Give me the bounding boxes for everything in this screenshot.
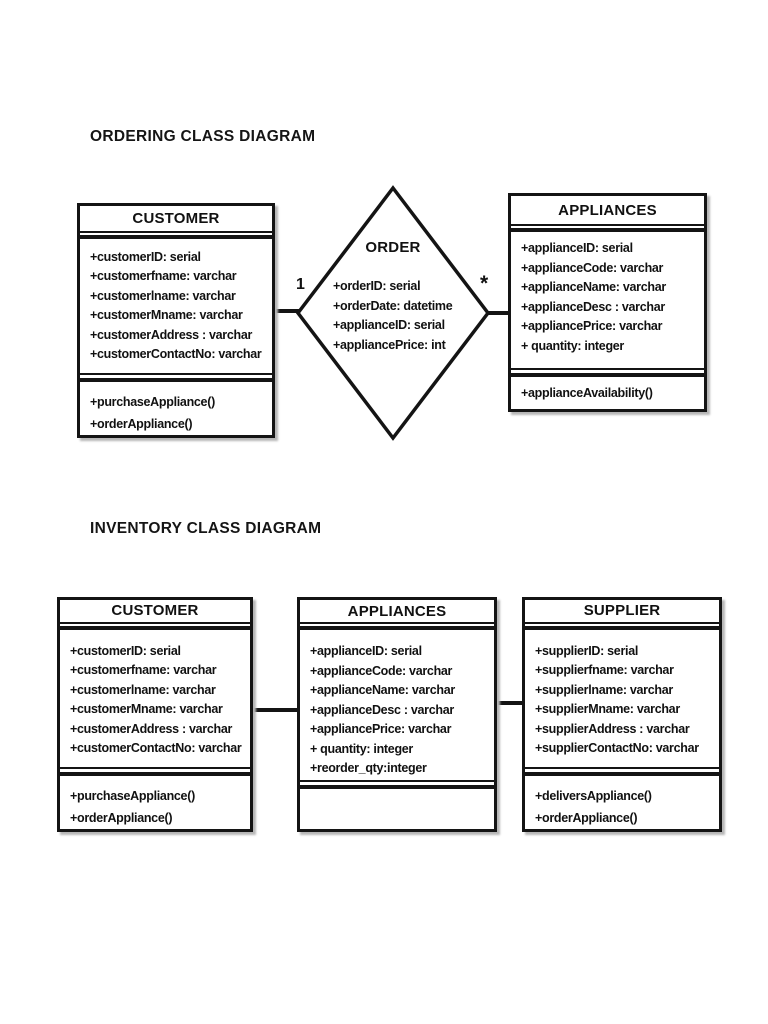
order-relationship-title: ORDER xyxy=(365,239,421,256)
method: +purchaseAppliance() xyxy=(90,395,215,409)
customer-order-connector-line xyxy=(270,309,302,313)
attribute: +customerContactNo: varchar xyxy=(90,347,262,362)
class-title: APPLIANCES xyxy=(511,196,704,226)
attribute: +applianceName: varchar xyxy=(310,683,455,697)
ordering-diagram-heading: ORDERING CLASS DIAGRAM xyxy=(90,128,316,145)
order-appliances-connector-line xyxy=(484,311,512,315)
attribute: +customerfname: varchar xyxy=(90,269,237,284)
inventory-diagram-heading: INVENTORY CLASS DIAGRAM xyxy=(90,520,322,537)
attribute: +supplierID: serial xyxy=(535,643,639,658)
attribute: +supplierContactNo: varchar xyxy=(535,741,699,756)
class-methods: +purchaseAppliance() +orderAppliance() xyxy=(80,378,272,435)
attribute: +supplierlname: varchar xyxy=(535,682,673,697)
class-box-supplier-inventory: SUPPLIER +supplierID: serial +supplierfn… xyxy=(522,597,722,832)
attribute: +supplierfname: varchar xyxy=(535,663,674,678)
class-attributes: +applianceID: serial +applianceCode: var… xyxy=(300,626,494,782)
class-methods: +deliversAppliance() +orderAppliance() xyxy=(525,772,719,829)
class-methods-empty xyxy=(300,785,494,829)
class-box-appliances-inventory: APPLIANCES +applianceID: serial +applian… xyxy=(297,597,497,832)
method: +orderAppliance() xyxy=(535,810,638,825)
attribute: +customerAddress : varchar xyxy=(90,327,253,342)
class-title: APPLIANCES xyxy=(300,600,494,624)
class-methods: +purchaseAppliance() +orderAppliance() xyxy=(60,772,250,829)
attribute: +reorder_qty:integer xyxy=(310,761,427,775)
method: +orderAppliance() xyxy=(90,416,193,431)
class-title: CUSTOMER xyxy=(60,600,250,624)
attribute: +customerfname: varchar xyxy=(70,663,217,678)
order-attributes: +orderID: serial +orderDate: datetime +a… xyxy=(333,277,453,355)
attribute: +customerID: serial xyxy=(70,643,181,658)
attribute: +applianceCode: varchar xyxy=(310,663,453,678)
attribute: +applianceID: serial xyxy=(310,644,422,658)
method: +applianceAvailability() xyxy=(521,386,653,400)
attribute: +customerAddress : varchar xyxy=(70,721,233,736)
method: +purchaseAppliance() xyxy=(70,789,195,803)
attribute: +applianceName: varchar xyxy=(521,280,666,294)
attribute: +orderID: serial xyxy=(333,279,421,293)
attribute: +customerlname: varchar xyxy=(90,288,236,303)
appliances-supplier-connector-line xyxy=(495,701,524,705)
attribute: +orderDate: datetime xyxy=(333,298,453,313)
attribute: +appliancePrice: varchar xyxy=(310,722,452,736)
class-attributes: +applianceID: serial +applianceCode: var… xyxy=(511,228,704,370)
class-attributes: +customerID: serial +customerfname: varc… xyxy=(60,625,250,769)
attribute: +applianceID: serial xyxy=(333,318,445,332)
order-diamond-shape xyxy=(295,185,491,441)
method: +deliversAppliance() xyxy=(535,789,652,803)
attribute: +customerlname: varchar xyxy=(70,682,216,697)
attribute: +applianceCode: varchar xyxy=(521,260,664,275)
attribute: + quantity: integer xyxy=(310,741,413,756)
class-box-appliances-ordering: APPLIANCES +applianceID: serial +applian… xyxy=(508,193,707,412)
class-attributes: +supplierID: serial +supplierfname: varc… xyxy=(525,625,719,769)
attribute: +customerMname: varchar xyxy=(70,702,223,717)
attribute: +appliancePrice: varchar xyxy=(521,319,663,333)
attribute: +appliancePrice: int xyxy=(333,337,446,352)
attribute: +supplierMname: varchar xyxy=(535,702,680,717)
attribute: +customerContactNo: varchar xyxy=(70,741,242,756)
attribute: +customerMname: varchar xyxy=(90,308,243,323)
class-title: CUSTOMER xyxy=(80,206,272,233)
customer-appliances-connector-line xyxy=(251,708,299,712)
multiplicity-many-label: * xyxy=(480,272,489,295)
method: +orderAppliance() xyxy=(70,810,173,825)
attribute: +supplierAddress : varchar xyxy=(535,721,690,736)
attribute: + quantity: integer xyxy=(521,338,624,353)
class-box-customer-ordering: CUSTOMER +customerID: serial +customerfn… xyxy=(77,203,275,438)
attribute: +applianceDesc : varchar xyxy=(521,299,665,314)
attribute: +applianceDesc : varchar xyxy=(310,702,454,717)
attribute: +customerID: serial xyxy=(90,249,201,264)
class-methods: +applianceAvailability() xyxy=(511,373,704,409)
class-title: SUPPLIER xyxy=(525,600,719,624)
class-box-customer-inventory: CUSTOMER +customerID: serial +customerfn… xyxy=(57,597,253,832)
attribute: +applianceID: serial xyxy=(521,241,633,255)
class-attributes: +customerID: serial +customerfname: varc… xyxy=(80,234,272,375)
multiplicity-one-label: 1 xyxy=(296,276,305,293)
